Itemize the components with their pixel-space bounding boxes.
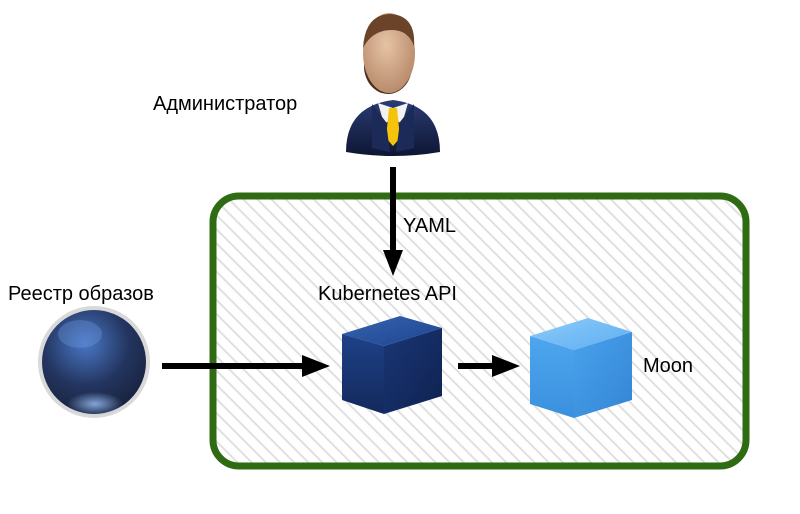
cluster-boundary (209, 192, 750, 470)
administrator-person-icon (346, 13, 440, 156)
kubernetes-api-cube-icon (342, 316, 442, 414)
yaml-label: YAML (403, 215, 456, 237)
image-registry-label: Реестр образов (8, 283, 154, 305)
registry-sphere-icon (38, 306, 150, 418)
administrator-label: Администратор (153, 93, 298, 115)
admin-to-api-arrow (383, 167, 403, 276)
registry-to-api-arrow (162, 355, 330, 377)
kubernetes-api-label: Kubernetes API (318, 283, 457, 305)
moon-cube-icon (530, 318, 632, 418)
moon-label: Moon (643, 355, 694, 377)
api-to-moon-arrow (458, 355, 520, 377)
